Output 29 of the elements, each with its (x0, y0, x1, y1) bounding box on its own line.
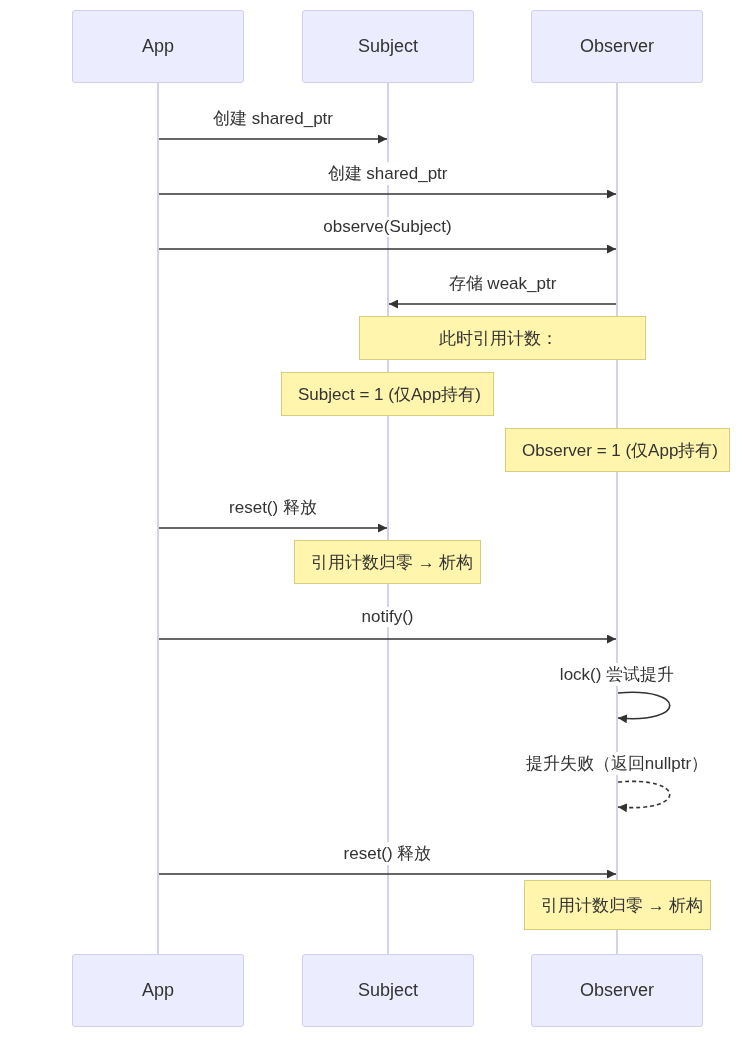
message-arrow (158, 869, 617, 879)
participant-box: Observer (531, 10, 703, 83)
participant-box: Subject (302, 954, 474, 1027)
message-label: notify() (359, 607, 416, 627)
self-message-arrow (617, 780, 671, 812)
participant-box: Observer (531, 954, 703, 1027)
message-arrow (158, 134, 388, 144)
participant-box: App (72, 10, 244, 83)
message-label: 创建 shared_ptr (211, 107, 335, 130)
message-arrow (158, 523, 388, 533)
self-message-arrow (617, 691, 671, 723)
note-box: 引用计数归零 → 析构 (294, 540, 481, 584)
note-box: 此时引用计数： (359, 316, 646, 360)
message-label: observe(Subject) (321, 217, 454, 237)
note-box: Subject = 1 (仅App持有) (281, 372, 494, 416)
message-arrow (158, 244, 617, 254)
message-arrow (158, 634, 617, 644)
note-box: Observer = 1 (仅App持有) (505, 428, 730, 472)
message-label: 存储 weak_ptr (446, 272, 559, 295)
lifeline (157, 83, 159, 954)
note-box: 引用计数归零 → 析构 (524, 880, 711, 930)
participant-box: App (72, 954, 244, 1027)
message-label: reset() 释放 (341, 842, 434, 865)
message-label: lock() 尝试提升 (557, 663, 677, 686)
message-label: 创建 shared_ptr (325, 162, 450, 185)
participant-box: Subject (302, 10, 474, 83)
message-label: reset() 释放 (227, 496, 319, 519)
message-arrow (388, 299, 617, 309)
message-arrow (158, 189, 617, 199)
